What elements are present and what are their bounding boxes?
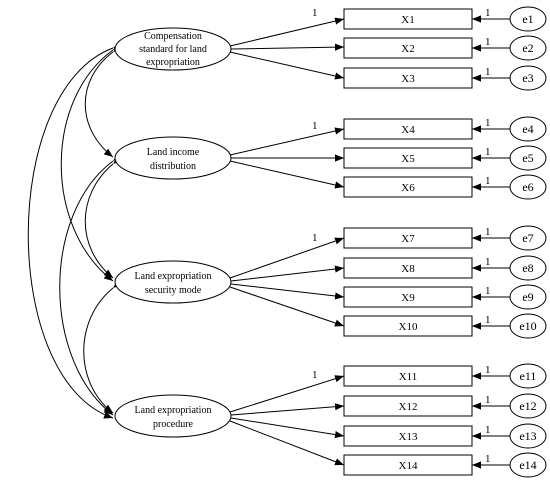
- indicator-label: X3: [401, 73, 415, 85]
- error-path-label: 1: [485, 364, 491, 376]
- loading-l3-x8: [230, 265, 345, 282]
- loading-l2-x6: [229, 160, 345, 189]
- latent-label-line: Land expropriation: [135, 271, 212, 282]
- error-label: e10: [519, 319, 536, 333]
- latent-label-line: distribution: [150, 161, 196, 172]
- error-path-label: 1: [485, 394, 491, 406]
- indicator-label: X9: [401, 292, 415, 304]
- error-path-label: 1: [485, 146, 491, 158]
- error-label: e12: [519, 399, 536, 413]
- loading-l1-x1: [229, 17, 345, 47]
- covariance-l3-l4: [83, 279, 123, 414]
- indicator-label: X1: [401, 14, 414, 26]
- indicator-label: X8: [401, 263, 415, 275]
- error-path-label: 1: [485, 424, 491, 436]
- latent-compensation-standard: Compensation standard for land expropria…: [114, 27, 232, 71]
- loading-l3-x7: [229, 237, 345, 279]
- error-path-label: 1: [485, 226, 491, 238]
- loadings: [229, 17, 345, 466]
- fixed-loading-label: 1: [312, 232, 318, 244]
- covariance-l1-l3: [60, 41, 123, 282]
- loading-l1-x3: [229, 51, 345, 80]
- error-label: e6: [522, 180, 533, 194]
- error-path-label: 1: [485, 117, 491, 129]
- indicator-label: X13: [399, 431, 418, 443]
- error-path-label: 1: [485, 36, 491, 48]
- error-term: [509, 452, 547, 478]
- error-path-label: 1: [485, 66, 491, 78]
- error-term: [509, 116, 547, 142]
- error-term: [509, 65, 547, 91]
- error-term: [509, 174, 547, 200]
- latent-label-line: standard for land: [139, 44, 207, 55]
- latent-label-line: expropriation: [146, 57, 200, 68]
- error-label: e3: [522, 71, 533, 85]
- error-label: e2: [522, 41, 533, 55]
- error-path-label: 1: [485, 7, 491, 19]
- loading-l4-x13: [230, 417, 345, 439]
- loading-l2-x4: [229, 127, 345, 156]
- latent-label-line: security mode: [145, 285, 202, 296]
- loading-l4-x14: [229, 420, 345, 466]
- loading-l3-x10: [229, 286, 345, 327]
- fixed-loading-label: 1: [312, 7, 318, 19]
- error-path-label: 1: [485, 285, 491, 297]
- error-term: [509, 225, 547, 251]
- error-term: [509, 363, 547, 389]
- covariances: [27, 41, 123, 419]
- loading-l4-x12: [230, 403, 345, 416]
- loading-l4-x11: [229, 375, 345, 413]
- error-label: e7: [522, 231, 533, 245]
- latent-label-line: Land income: [147, 147, 200, 158]
- error-label: e8: [522, 261, 533, 275]
- covariance-l1-l4: [27, 41, 123, 419]
- latent-label-line: Land expropriation: [135, 405, 212, 416]
- error-label: e5: [522, 151, 533, 165]
- error-path-label: 1: [485, 453, 491, 465]
- latent-land-income-distribution: Land income distribution: [114, 136, 232, 180]
- error-label: e1: [522, 12, 533, 26]
- fixed-loading-labels: 1 1 1 1: [312, 7, 318, 381]
- error-path-label: 1: [485, 256, 491, 268]
- indicator-label: X10: [399, 321, 418, 333]
- indicator-label: X7: [401, 233, 415, 245]
- latent-expropriation-procedure: Land expropriation procedure: [114, 394, 232, 438]
- indicator-label: X5: [401, 153, 415, 165]
- error-path-label: 1: [485, 314, 491, 326]
- loading-l1-x2: [230, 43, 345, 51]
- covariance-l2-l3: [84, 155, 123, 279]
- latent-variables: Compensation standard for land expropria…: [114, 27, 232, 438]
- indicator-label: X11: [399, 371, 418, 383]
- error-term: [509, 6, 547, 32]
- indicator-label: X4: [401, 124, 415, 136]
- error-term: [509, 423, 547, 449]
- loading-l3-x9: [230, 283, 345, 300]
- fixed-loading-label: 1: [312, 120, 318, 132]
- error-path-label: 1: [485, 175, 491, 187]
- error-label: e4: [522, 122, 533, 136]
- indicator-label: X6: [401, 182, 415, 194]
- covariance-l1-l2: [84, 43, 123, 158]
- error-term: [509, 35, 547, 61]
- indicator-label: X2: [401, 43, 414, 55]
- error-term: [509, 393, 547, 419]
- indicator-label: X14: [399, 460, 418, 472]
- error-label: e13: [519, 429, 536, 443]
- latent-label-line: procedure: [153, 419, 194, 430]
- indicator-label: X12: [399, 401, 418, 413]
- error-term: [509, 313, 547, 339]
- error-label: e9: [522, 290, 533, 304]
- latent-security-mode: Land expropriation security mode: [114, 260, 232, 304]
- fixed-loading-label: 1: [312, 369, 318, 381]
- error-term: [509, 284, 547, 310]
- error-term: [509, 255, 547, 281]
- covariance-l2-l4: [59, 152, 123, 416]
- error-label: e14: [519, 458, 536, 472]
- error-label: e11: [520, 369, 537, 383]
- latent-label-line: Compensation: [144, 31, 202, 42]
- error-term: [509, 145, 547, 171]
